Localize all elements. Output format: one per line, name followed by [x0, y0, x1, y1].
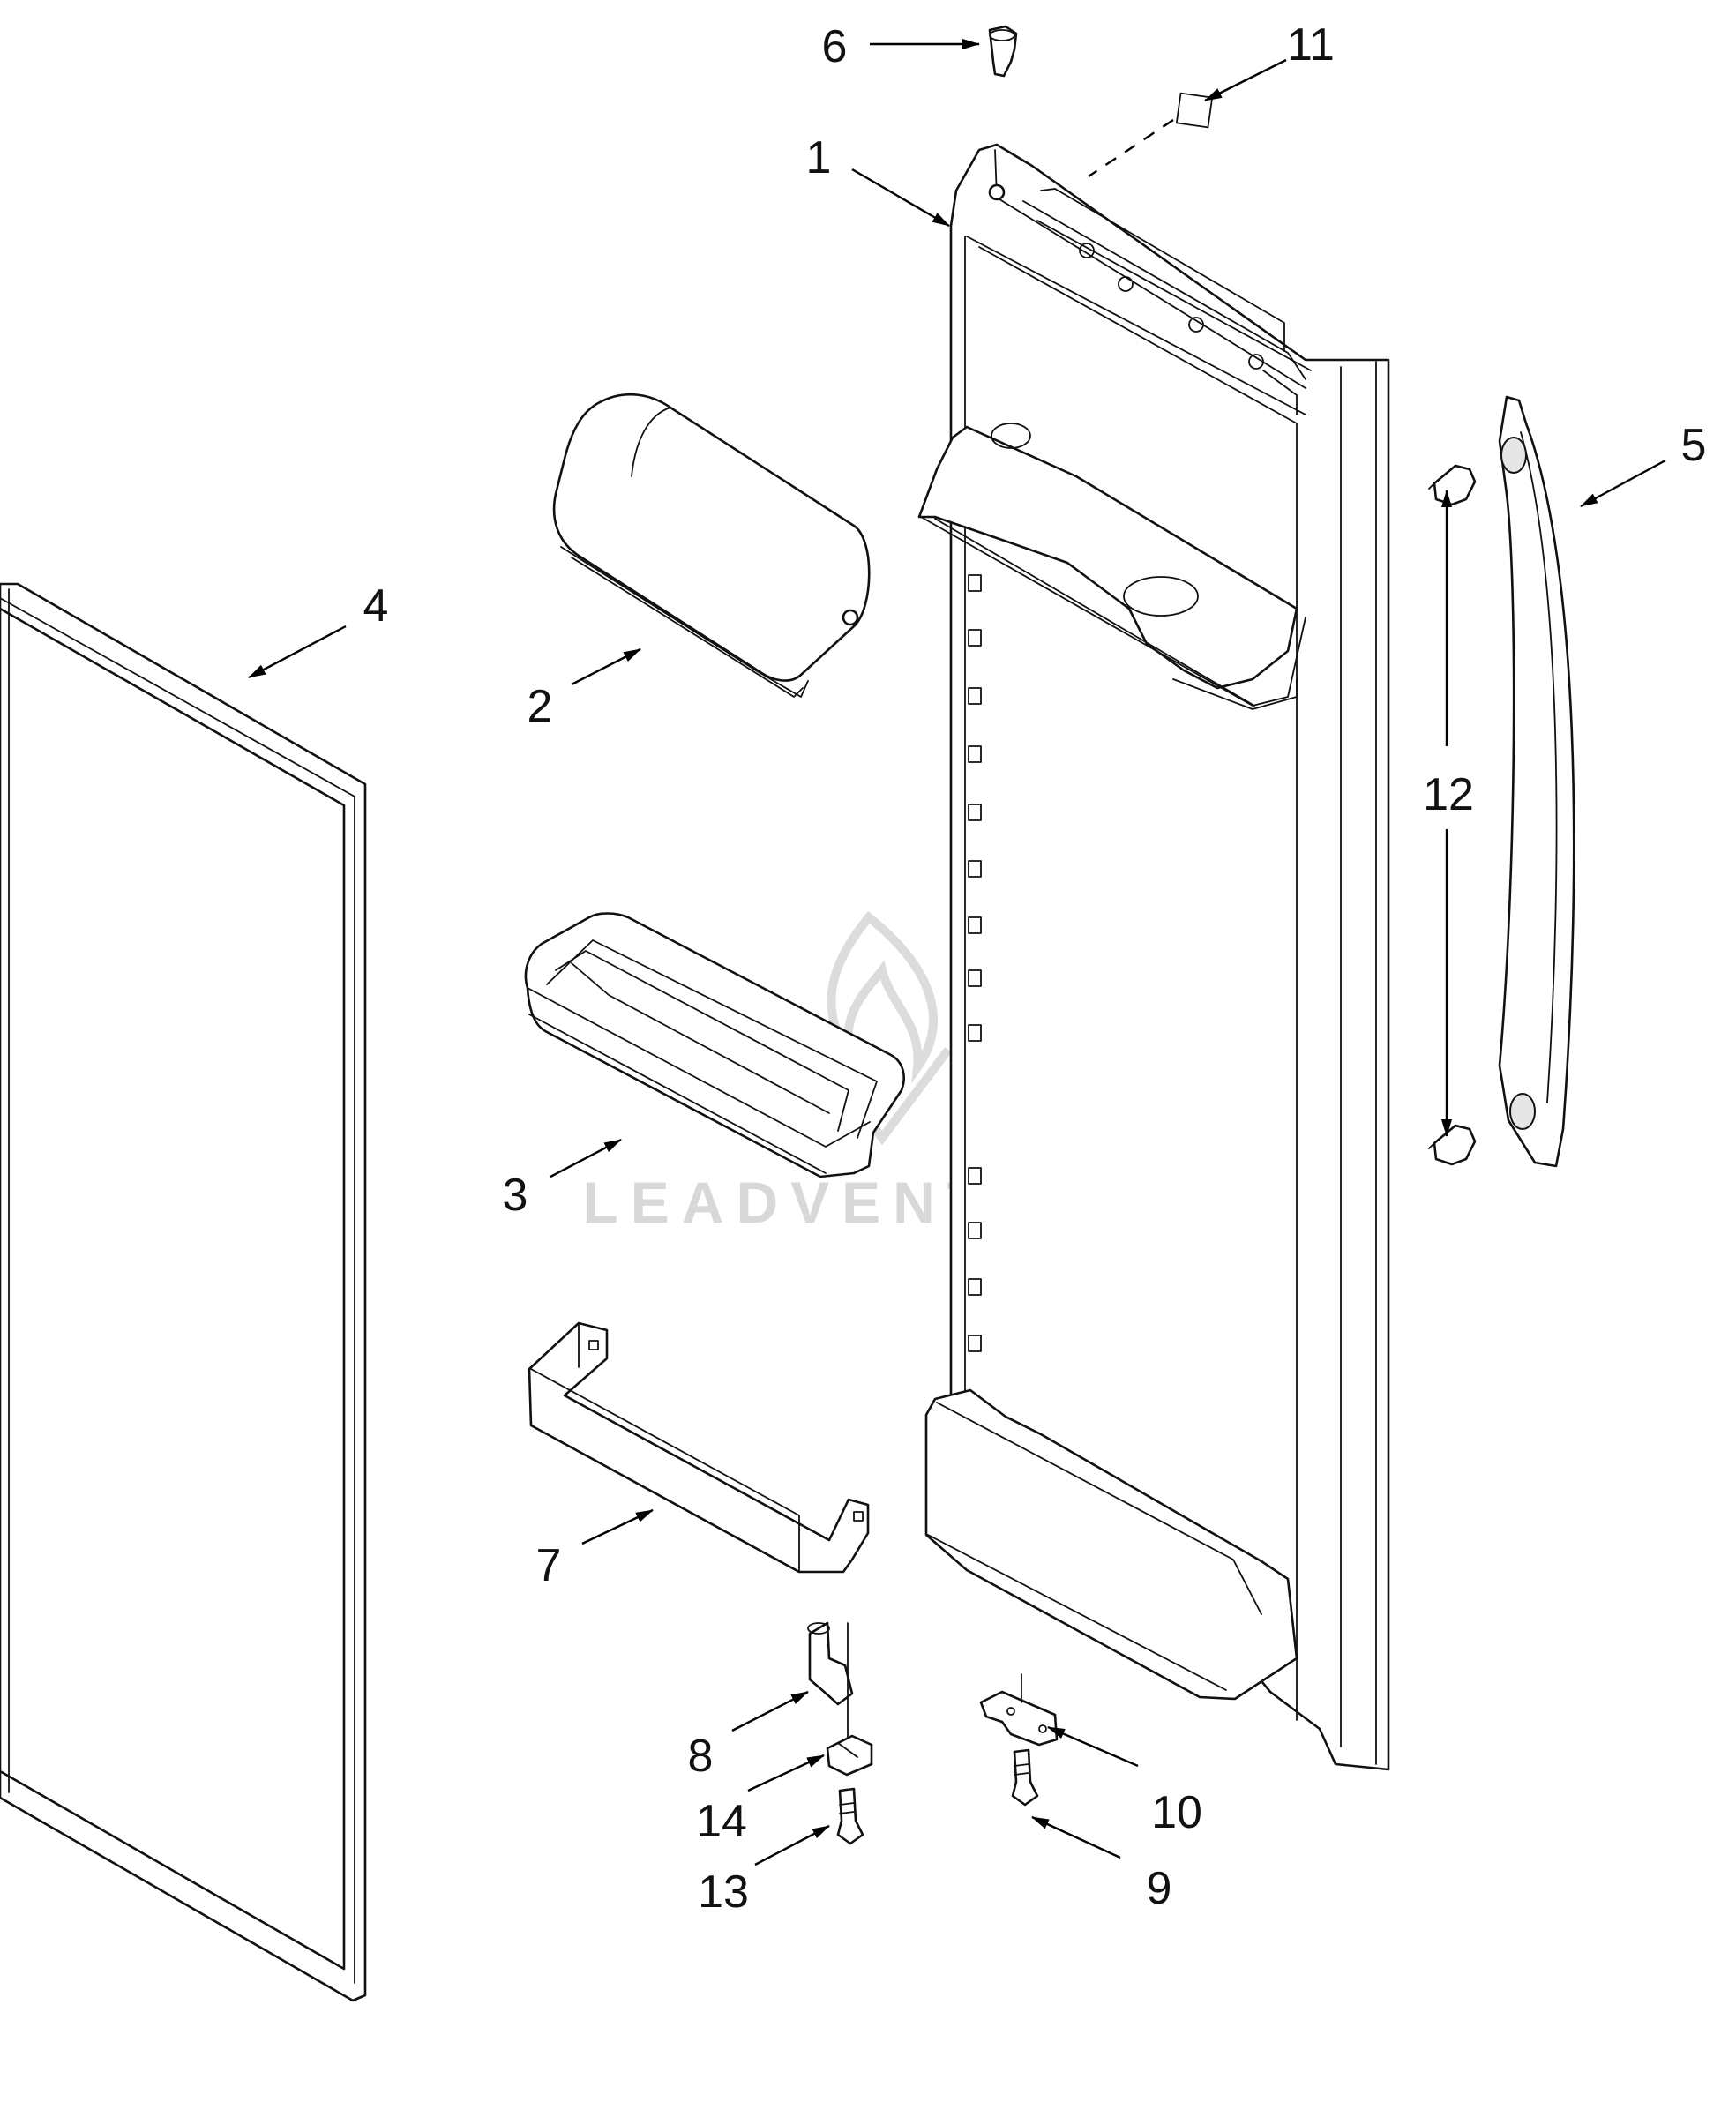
leader-4 [248, 625, 347, 679]
callout-11: 11 [1287, 19, 1335, 71]
callout-2: 2 [528, 681, 553, 732]
leader-13 [754, 1824, 830, 1866]
door-shelf-rail [528, 1321, 870, 1574]
lower-hinge-pin [807, 1621, 854, 1747]
handle-stud-top [1428, 464, 1477, 506]
leader-14 [747, 1754, 825, 1792]
door-bin [524, 912, 905, 1178]
callout-14: 14 [696, 1796, 747, 1847]
refrigerator-door [917, 143, 1390, 1771]
shelf-peg-column [968, 574, 982, 1352]
leader-10 [1047, 1725, 1139, 1768]
door-gasket [0, 582, 367, 2002]
leader-3 [550, 1138, 622, 1178]
callout-5: 5 [1681, 420, 1707, 471]
dairy-door [552, 393, 871, 698]
callout-10: 10 [1151, 1787, 1202, 1838]
label-plug [1175, 92, 1214, 129]
door-handle [1498, 395, 1575, 1168]
bracket-screw-9 [1011, 1748, 1039, 1807]
leader-2 [571, 647, 641, 686]
leader-11-dashed [1088, 119, 1174, 177]
callout-labels: 1 2 3 4 5 6 7 8 9 10 11 12 13 14 [363, 19, 1707, 1918]
hinge-screw-13 [836, 1787, 864, 1845]
callout-9: 9 [1147, 1863, 1172, 1914]
callout-13: 13 [698, 1866, 749, 1918]
callout-8: 8 [688, 1731, 714, 1782]
callout-7: 7 [536, 1540, 562, 1591]
closure-cam [826, 1734, 873, 1777]
callout-4: 4 [363, 580, 389, 632]
leader-lines [248, 39, 1666, 1866]
lower-hinge-bracket [979, 1673, 1059, 1747]
leader-5 [1580, 459, 1666, 508]
callout-6: 6 [822, 21, 848, 72]
handle-stud-bottom [1428, 1124, 1477, 1166]
leader-7 [581, 1508, 654, 1545]
hinge-bushing [988, 25, 1018, 78]
callout-1: 1 [806, 132, 832, 183]
callout-12: 12 [1423, 769, 1474, 820]
callout-3: 3 [503, 1170, 528, 1221]
leader-9 [1031, 1815, 1121, 1859]
leader-11 [1204, 58, 1287, 102]
leader-1 [851, 168, 950, 228]
leader-8 [731, 1690, 809, 1732]
